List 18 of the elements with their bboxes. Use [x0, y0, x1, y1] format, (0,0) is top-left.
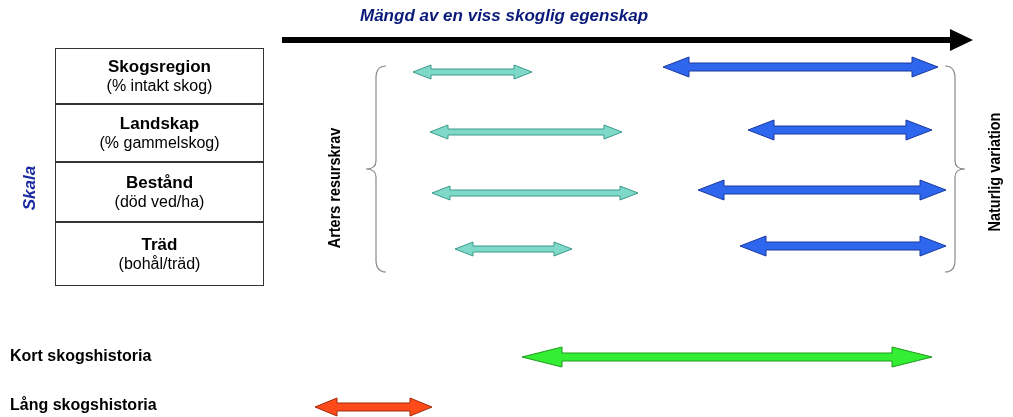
series-label: Lång skogshistoria — [10, 396, 157, 414]
scale-unit: (% gammelskog) — [98, 134, 221, 152]
scale-heading: Bestånd — [124, 173, 195, 193]
table-cell — [55, 104, 264, 162]
series-label: Kort skogshistoria — [10, 347, 152, 365]
scale-heading: Skogsregion — [107, 57, 212, 77]
table-cell — [55, 222, 264, 286]
axis-label: Naturlig variation — [985, 112, 1005, 232]
scale-unit: (bohål/träd) — [117, 255, 202, 273]
scale-heading: Landskap — [118, 114, 201, 134]
scale-unit: (död ved/ha) — [113, 193, 206, 211]
axis-label: Arters resurskrav — [325, 126, 345, 251]
table-cell — [55, 48, 264, 104]
table-cell — [55, 162, 264, 222]
axis-title: Mängd av en viss skoglig egenskap — [360, 6, 649, 26]
scale-heading: Träd — [140, 235, 179, 255]
scale-unit: (% intakt skog) — [105, 77, 214, 95]
axis-label: Skala — [20, 164, 40, 213]
